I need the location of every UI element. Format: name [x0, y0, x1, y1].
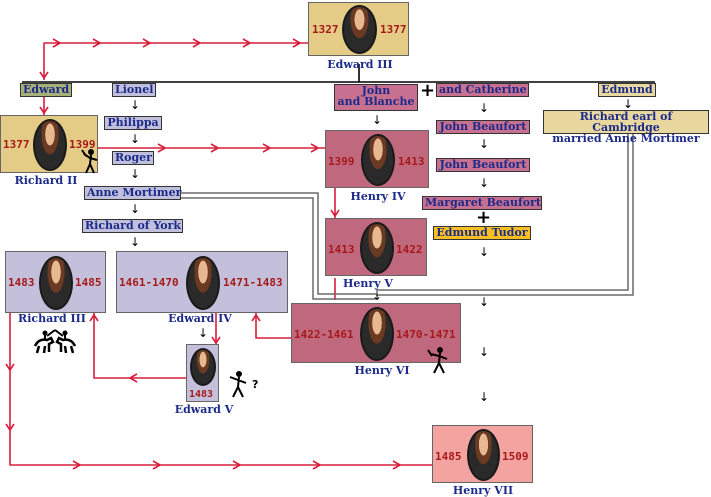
arrow-roger-down: ↓ [130, 167, 141, 181]
henry5-start-year: 1413 [328, 243, 355, 256]
edward3-name: Edward III [327, 58, 393, 71]
label-philippa: Philippa [104, 116, 162, 130]
edward4-start-year: 1461-1470 [119, 276, 179, 289]
label-edmund: Edmund [598, 83, 656, 97]
label-john-beaufort-2: John Beaufort [436, 158, 530, 172]
marriage-plus-tudor: + [476, 207, 492, 228]
edward3-start-year: 1327 [312, 23, 339, 36]
label-lionel: Lionel [112, 83, 156, 97]
henry7-end-year: 1509 [502, 450, 529, 463]
henry5-end-year: 1422 [396, 243, 423, 256]
question-mark: ? [252, 378, 259, 391]
richard3-portrait [39, 256, 73, 310]
arrow-jb1-down: ↓ [479, 137, 490, 151]
henry5-name: Henry V [343, 277, 393, 290]
edward5-card: 1483 [186, 344, 219, 402]
arrow-catherine-down: ↓ [479, 101, 490, 115]
henry4-end-year: 1413 [398, 155, 425, 168]
henry6-portrait [360, 307, 394, 361]
arrow-edmund-down: ↓ [623, 97, 634, 111]
arrow-tudor-down-4: ↓ [479, 390, 490, 404]
henry6-start-year: 1422-1461 [294, 328, 354, 341]
label-john-beaufort-1: John Beaufort [436, 120, 530, 134]
henry6-end-year: 1470-1471 [396, 328, 456, 341]
label-john-and-blanche: John and Blanche [334, 84, 418, 111]
line-richard3-to-henry7 [9, 313, 432, 466]
john-blanche-line1: John [361, 84, 391, 97]
arrow-henry5-down: ↓ [372, 289, 383, 303]
executioner-icon-richard2 [81, 149, 98, 174]
arrow-philippa-down: ↓ [130, 132, 141, 146]
henry4-card: 1399 1413 [325, 130, 429, 188]
richard3-name: Richard III [18, 312, 86, 325]
edward4-portrait [186, 256, 220, 310]
executioner-icon-edward5 [229, 371, 247, 398]
label-edmund-tudor: Edmund Tudor [433, 226, 531, 240]
edward3-portrait [342, 5, 377, 54]
henry5-portrait [360, 222, 394, 274]
henry7-card: 1485 1509 [432, 425, 533, 483]
richard2-name: Richard II [14, 174, 78, 187]
henry5-card: 1413 1422 [325, 218, 427, 276]
label-roger: Roger [112, 151, 154, 165]
edward5-name: Edward V [174, 403, 234, 416]
john-blanche-line2: and Blanche [337, 95, 415, 108]
cambridge-line2: married Anne Mortimer [552, 132, 700, 145]
label-richard-of-york: Richard of York [82, 219, 183, 233]
cambridge-line1: Richard earl of Cambridge [579, 110, 673, 134]
arrow-jb2-down: ↓ [479, 176, 490, 190]
richard2-card: 1377 1399 [0, 115, 98, 173]
executioner-icon-henry6 [427, 347, 448, 374]
label-richard-earl-of-cambridge: Richard earl of Cambridge married Anne M… [543, 110, 709, 144]
arrow-tudor-down-1: ↓ [479, 245, 490, 259]
label-margaret-beaufort: Margaret Beaufort [422, 196, 542, 210]
henry4-start-year: 1399 [328, 155, 355, 168]
line-edward3-to-edward [43, 42, 308, 80]
marriage-plus-john: + [420, 80, 436, 101]
richard2-portrait [33, 119, 67, 171]
label-and-catherine: and Catherine [436, 83, 529, 97]
arrow-york-down: ↓ [130, 235, 141, 249]
label-edward: Edward [20, 83, 72, 97]
arrow-tudor-down-2: ↓ [479, 295, 490, 309]
edward4-end-year: 1471-1483 [223, 276, 283, 289]
henry7-start-year: 1485 [435, 450, 462, 463]
line-henry6-to-edward4 [255, 313, 292, 339]
arrow-anne-down: ↓ [130, 202, 141, 216]
edward4-card: 1461-1470 1471-1483 [116, 251, 288, 313]
richard3-card: 1483 1485 [5, 251, 106, 313]
arrow-edward4-down: ↓ [198, 326, 209, 340]
richard2-end-year: 1399 [69, 138, 96, 151]
richard3-end-year: 1485 [75, 276, 102, 289]
edward3-card: 1327 1377 [308, 2, 409, 56]
henry7-name: Henry VII [452, 484, 514, 497]
richard3-start-year: 1483 [8, 276, 35, 289]
richard2-start-year: 1377 [3, 138, 30, 151]
battle-horsemen-icon [33, 329, 77, 354]
henry6-card: 1422-1461 1470-1471 [291, 303, 461, 363]
henry6-name: Henry VI [354, 364, 410, 377]
label-anne-mortimer: Anne Mortimer [84, 186, 181, 200]
line-edward5-to-richard3 [93, 313, 187, 379]
edward4-name: Edward IV [168, 312, 232, 325]
arrow-tudor-down-3: ↓ [479, 345, 490, 359]
henry4-name: Henry IV [350, 190, 406, 203]
arrow-john-blanche-down: ↓ [372, 113, 383, 127]
henry7-portrait [467, 429, 500, 481]
arrow-lionel-down: ↓ [130, 98, 141, 112]
edward3-end-year: 1377 [380, 23, 407, 36]
edward5-portrait [190, 348, 216, 386]
edward5-year: 1483 [189, 389, 214, 400]
henry4-portrait [361, 134, 395, 186]
